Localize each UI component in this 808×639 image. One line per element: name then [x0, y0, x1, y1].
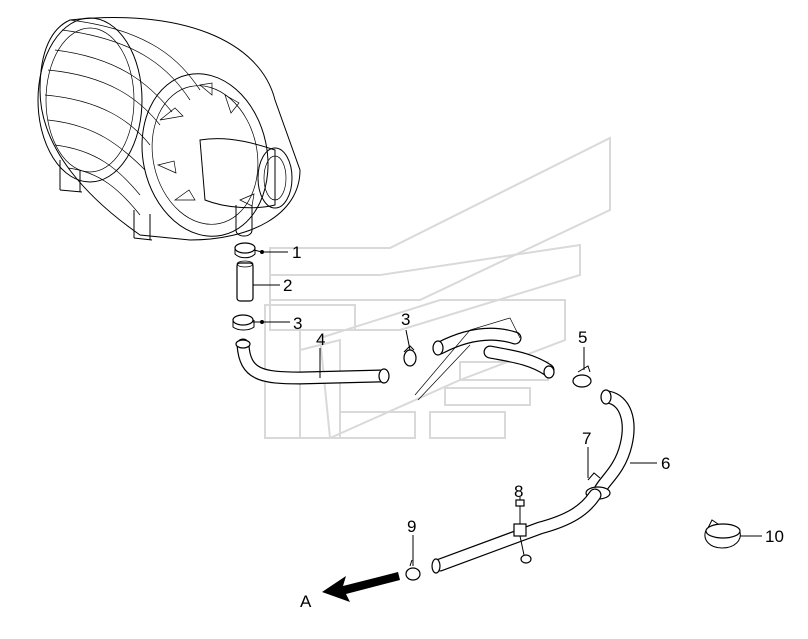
callout-10: 10 — [765, 527, 784, 546]
leader-lines — [253, 250, 762, 566]
callout-2: 2 — [283, 276, 292, 295]
callout-6: 6 — [661, 454, 670, 473]
intake-pipe-long — [431, 488, 602, 574]
curved-hose-right — [593, 389, 635, 497]
hose-clamp-right — [572, 365, 592, 388]
air-cleaner-housing — [37, 17, 301, 241]
hose-clamp-upper — [234, 242, 263, 259]
callout-8: 8 — [514, 482, 523, 501]
watermark-logo — [264, 136, 611, 440]
band-clamp-detail — [704, 519, 741, 549]
callout-7: 7 — [582, 429, 591, 448]
callout-1: 1 — [292, 243, 301, 262]
callout-3b: 3 — [401, 310, 410, 329]
direction-arrow — [322, 572, 400, 602]
hose-clamp-9 — [405, 559, 421, 581]
intake-pipe-mid — [414, 317, 555, 401]
callout-9: 9 — [407, 517, 416, 536]
short-hose-connector — [236, 260, 254, 302]
callout-labels: 1 2 3 3 4 5 6 7 8 9 10 A — [283, 243, 784, 611]
callout-5: 5 — [578, 328, 587, 347]
hose-clamp-lower — [232, 314, 262, 331]
direction-arrow-label: A — [300, 592, 312, 611]
callout-4: 4 — [316, 330, 325, 349]
intake-hose-bent — [235, 338, 390, 385]
callout-3a: 3 — [293, 314, 302, 333]
bracket-bolt — [513, 499, 532, 564]
